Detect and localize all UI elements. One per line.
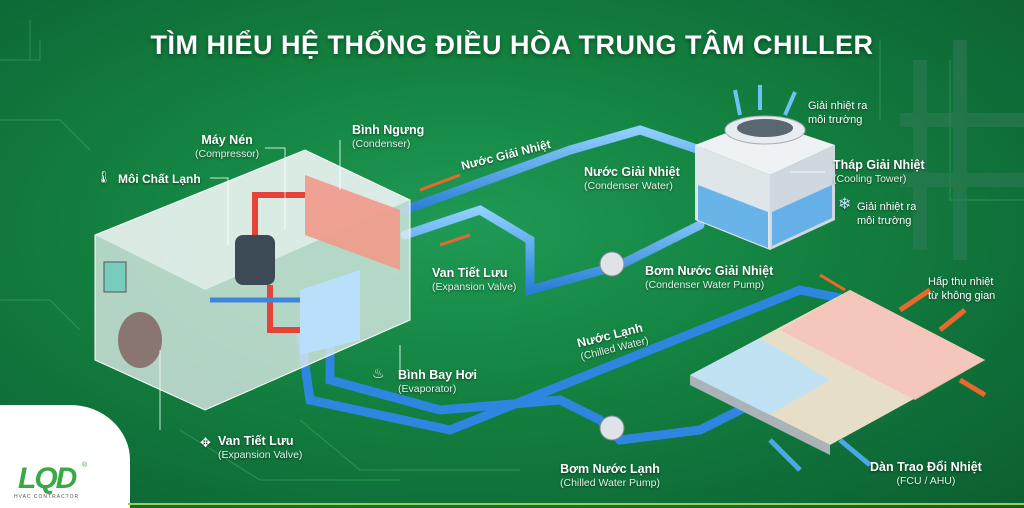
bottom-divider [128,503,1024,505]
evaporator-icon: ♨ [372,365,385,381]
label-chilled-pump: Bơm Nước Lạnh(Chilled Water Pump) [560,462,660,489]
condenser-water-pipes [400,125,705,296]
logo-subtitle: HVAC CONTRACTOR [14,494,80,500]
label-refrigerant: Môi Chất Lạnh [118,172,201,186]
label-condenser-pump: Bơm Nước Giải Nhiệt(Condenser Water Pump… [645,264,774,291]
heat-flow-arrows [419,173,846,292]
logo: LQD [18,462,77,495]
label-fcu: Dàn Trao Đổi Nhiệt(FCU / AHU) [870,460,982,487]
page-title: TÌM HIỂU HỆ THỐNG ĐIỀU HÒA TRUNG TÂM CHI… [150,30,874,60]
cooling-tower [695,85,835,250]
condenser-pump [599,251,625,277]
label-condenser-water: Nước Giải Nhiệt(Condenser Water) [584,165,680,192]
evaporator-coil [300,270,360,355]
condenser-coil [305,175,400,270]
background-pipes [900,40,1024,260]
label-compressor: Máy Nén(Compressor) [195,133,260,160]
building-fcu [690,287,987,472]
valve-icon: ✥ [200,435,211,450]
snowflake-icon: ❄ [838,196,852,213]
circuit-lines [0,20,1024,481]
chilled-water-pipes [295,285,855,445]
thermometer-icon: 🌡 [96,170,112,184]
chilled-pump [599,415,625,441]
label-expansion-valve-top: Van Tiết Lưu(Expansion Valve) [432,266,517,293]
label-expansion-valve-bottom: Van Tiết Lưu(Expansion Valve) [218,434,303,461]
label-condenser: Bình Ngưng(Condenser) [352,123,425,150]
chiller-unit [94,149,411,411]
logo-background [0,405,130,508]
label-evaporator: Bình Bay Hơi(Evaporator) [398,368,478,395]
registered-mark: ® [82,462,88,469]
compressor [235,235,275,285]
label-cooling-tower: Tháp Giải Nhiệt(Cooling Tower) [833,158,925,185]
